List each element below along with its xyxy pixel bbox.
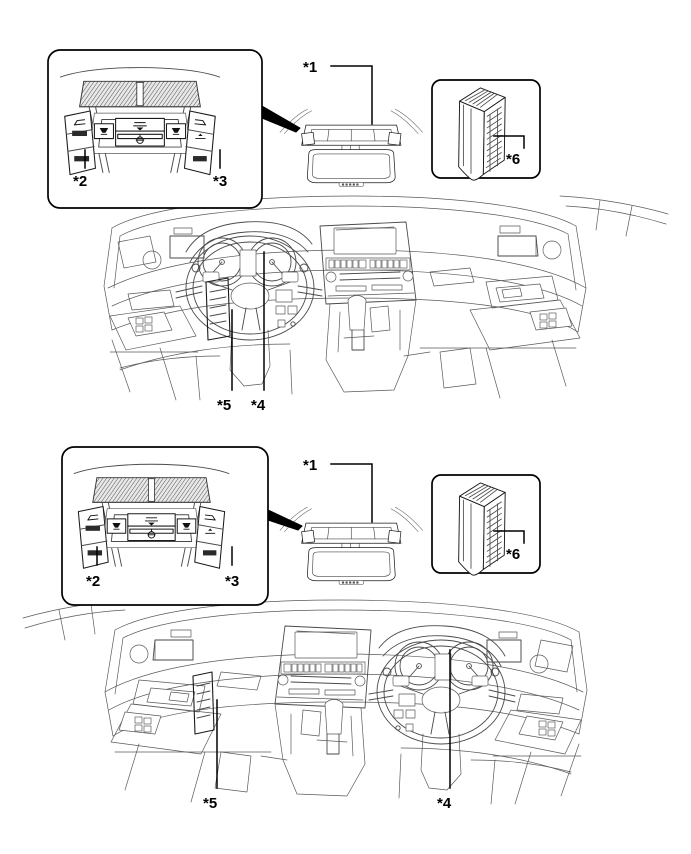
overhead-console-inset-upper: *2 *3: [47, 49, 263, 209]
callout-label-1: *1: [303, 59, 317, 76]
upper-figure: *2 *3 *6 *1 *5 *4: [47, 49, 669, 414]
ecu-module-inset-lower: *6: [431, 474, 541, 576]
lhd-dashboard-illustration: [103, 195, 669, 401]
callout-1-lower: *1: [303, 457, 373, 523]
overhead-console-scene-lower: [279, 506, 423, 585]
callout-5-lower: *5: [203, 699, 218, 812]
overhead-console-inset-lower: *2 *3: [61, 446, 269, 606]
callout-label-6-lower: *6: [506, 546, 520, 563]
driver-junction-block-lower: [192, 671, 215, 735]
callout-label-4-lower: *4: [437, 795, 452, 812]
overhead-console-scene: [279, 108, 423, 187]
leader-6-lower: [493, 530, 525, 544]
inset-pointer-wedge: [261, 105, 301, 133]
callout-label-5: *5: [217, 397, 231, 414]
steering-wheel-left: [175, 221, 323, 387]
rhd-dashboard-illustration: [22, 599, 588, 805]
callout-4-upper: *4: [251, 251, 266, 414]
center-stack: [319, 221, 417, 305]
callout-label-3-lower: *3: [225, 573, 239, 590]
callout-1-upper: *1: [303, 59, 373, 125]
callout-label-2: *2: [73, 173, 87, 190]
lower-figure: *2 *3 *6 *1 *5 *4: [22, 446, 588, 812]
callout-label-1-lower: *1: [303, 457, 317, 474]
callout-label-4: *4: [251, 397, 266, 414]
leader-1: [330, 65, 373, 125]
leader-1-lower: [330, 463, 373, 523]
callout-5-upper: *5: [217, 309, 233, 414]
callout-label-2-lower: *2: [86, 573, 100, 590]
leader-6: [493, 135, 525, 149]
callout-label-6: *6: [506, 151, 520, 168]
inset-pointer-wedge-lower: [267, 509, 303, 531]
callout-4-lower: *4: [437, 649, 452, 812]
callout-label-3: *3: [213, 173, 227, 190]
ecu-module-inset-upper: *6: [431, 79, 541, 181]
driver-junction-block: [205, 277, 231, 341]
callout-label-5-lower: *5: [203, 795, 217, 812]
